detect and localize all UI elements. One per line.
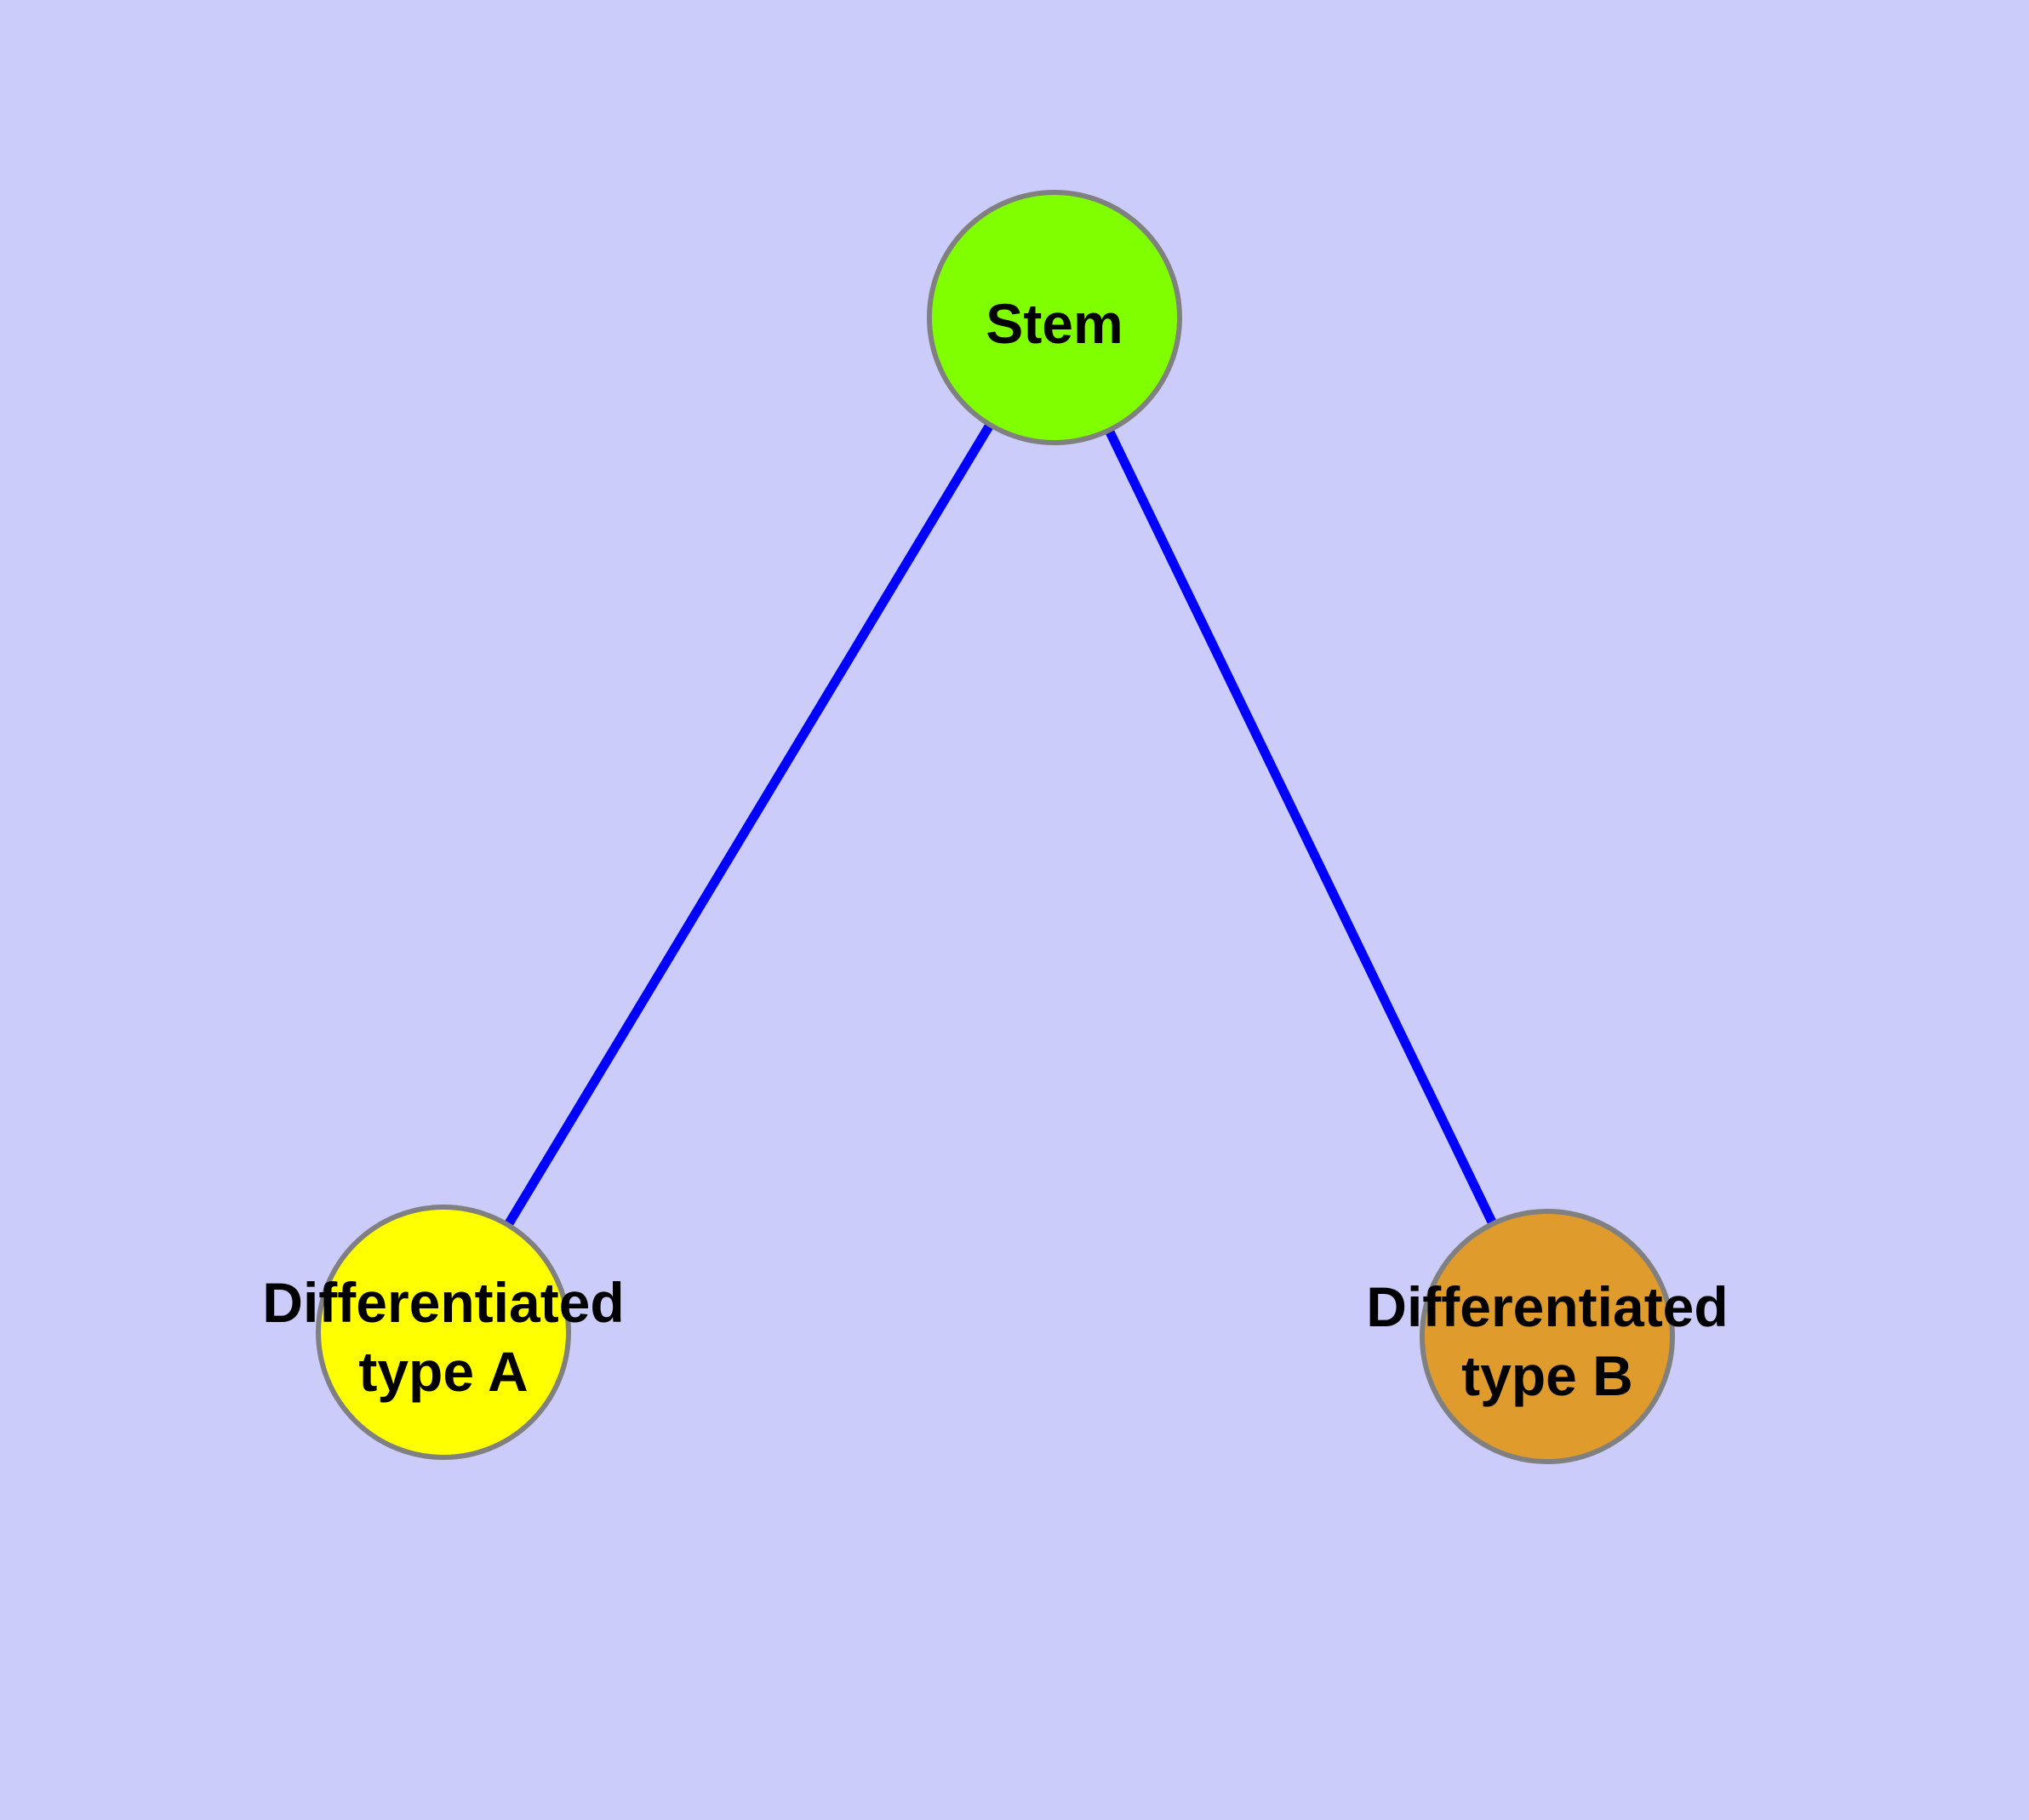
node-stem-circle[interactable]	[927, 190, 1182, 445]
node-differentiated-type-b-circle[interactable]	[1420, 1209, 1675, 1464]
edge-stem-to-differentiated-type-a[interactable]	[439, 315, 1059, 1335]
node-differentiated-type-a-circle[interactable]	[316, 1205, 571, 1460]
edge-stem-to-differentiated-type-b[interactable]	[1050, 315, 1552, 1339]
